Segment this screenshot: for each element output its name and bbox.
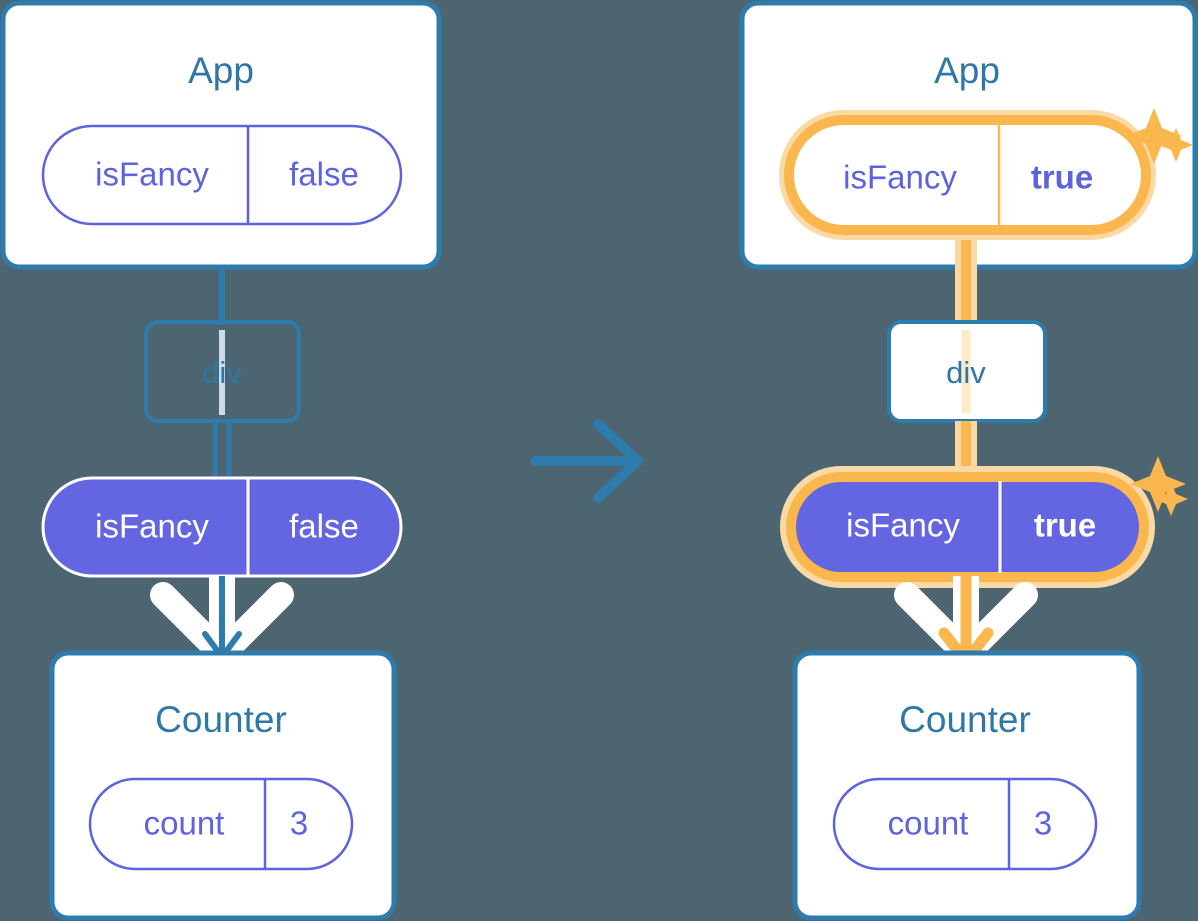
counter-state-pill-right: count 3 [832,777,1098,871]
counter-card-left-title: Counter [155,699,287,740]
div-node-left-label: div [202,355,242,390]
app-card-left-title: App [188,50,254,91]
sparkle-small-icon-props-right [1154,482,1188,516]
transition-arrow-icon [530,419,643,503]
app-state-pill-left-name: isFancy [95,156,209,193]
counter-state-pill-left-name: count [144,805,225,842]
div-node-right: div [887,320,1047,423]
counter-state-pill-left: count 3 [88,777,354,871]
app-state-pill-right-value: true [1031,159,1093,196]
sparkle-small-icon-app-right [1159,128,1193,162]
app-state-pill-right-frame [784,115,1151,235]
props-pill-left-name: isFancy [95,508,209,545]
counter-state-pill-left-value: 3 [290,805,308,842]
app-state-pill-right: isFancy true [779,110,1156,240]
app-state-pill-left: isFancy false [41,124,403,226]
right-diagram: App isFancy true [739,0,1198,921]
counter-state-pill-right-value: 3 [1034,805,1052,842]
props-pill-left-value: false [289,508,359,545]
counter-state-pill-right-frame [832,777,1098,871]
props-pill-right-value: true [1034,507,1096,544]
props-pill-right-name: isFancy [846,507,960,544]
app-state-pill-left-frame [41,124,403,226]
props-pill-left: isFancy false [41,476,403,578]
app-state-pill-left-value: false [289,156,359,193]
left-diagram: App isFancy false div [0,0,442,921]
props-flow-arrow-right [938,576,994,667]
sparkle-large-icon-app-right [1126,108,1182,164]
counter-state-pill-right-name: count [888,805,969,842]
connector-div-to-props-left [212,421,232,486]
app-card-right-title: App [934,50,1000,91]
counter-card-right-title: Counter [899,699,1031,740]
div-node-left-frame [144,320,301,423]
props-pill-right: isFancy true [780,466,1155,588]
div-node-left: div [144,320,301,423]
div-node-right-label: div [946,355,986,390]
sparkle-large-icon-props-right [1130,456,1186,512]
counter-state-pill-left-frame [88,777,354,871]
app-state-pill-right-name: isFancy [843,159,957,196]
